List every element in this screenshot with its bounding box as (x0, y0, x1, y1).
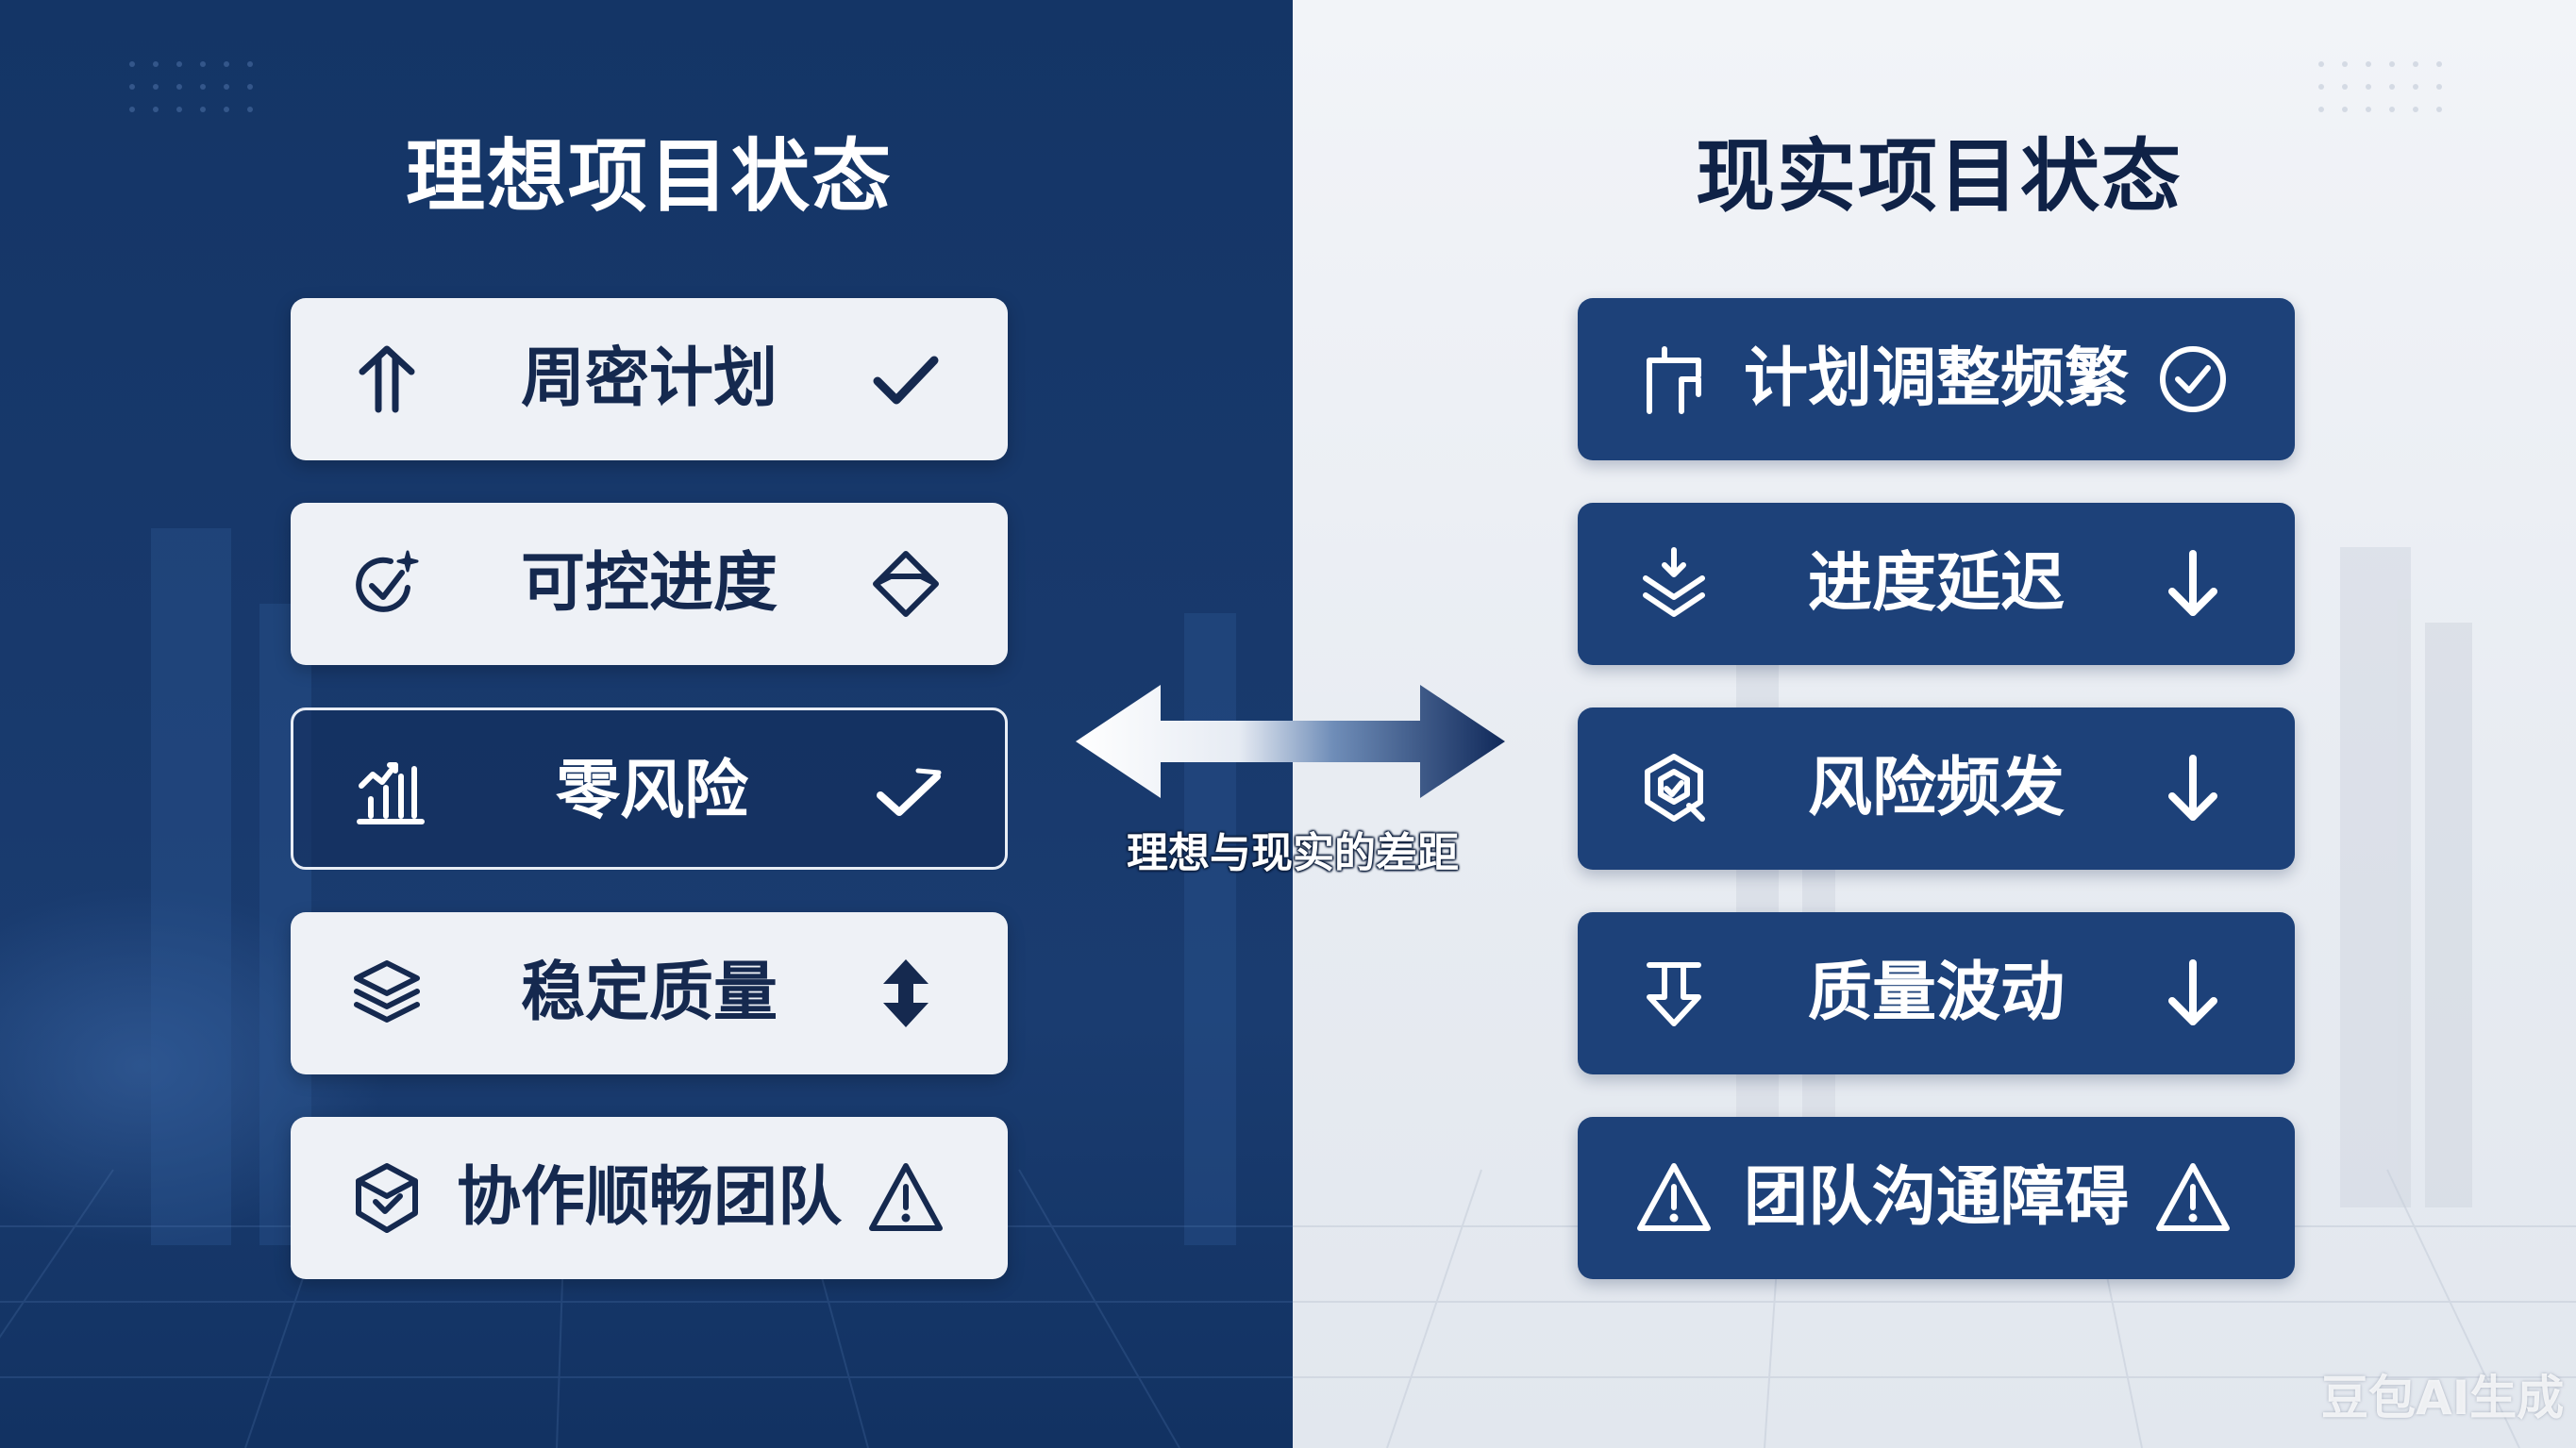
layers-icon (349, 956, 425, 1031)
shield-hex-check-icon (1636, 751, 1712, 826)
warning-icon (868, 1160, 944, 1236)
reality-item-frequent-risks: 风险频发 (1578, 707, 2295, 870)
check-icon (868, 341, 944, 417)
warning-icon (1636, 1160, 1712, 1236)
double-up-arrow-icon (349, 341, 425, 417)
ideal-item-controlled-progress: 可控进度 (291, 503, 1008, 665)
ideal-item-label: 周密计划 (520, 341, 778, 416)
up-down-arrow-icon (868, 956, 944, 1031)
down-arrow-icon (2155, 956, 2231, 1031)
reality-item-quality-fluctuation: 质量波动 (1578, 912, 2295, 1074)
reality-item-frequent-plan-changes: 计划调整频繁 (1578, 298, 2295, 460)
ideal-item-label: 稳定质量 (520, 956, 778, 1030)
ideal-item-smooth-team: 协作顺畅团队 (291, 1117, 1008, 1279)
reality-item-team-communication-barriers: 团队沟通障碍 (1578, 1117, 2295, 1279)
diamond-icon (868, 546, 944, 622)
bar-chart-icon (352, 754, 427, 829)
reality-item-label: 团队沟通障碍 (1743, 1160, 2129, 1235)
reality-item-label: 风险频发 (1807, 751, 2065, 825)
split-path-icon (1636, 341, 1712, 417)
warning-icon (2155, 1160, 2231, 1236)
ideal-title: 理想项目状态 (405, 130, 893, 223)
ideal-item-label: 协作顺畅团队 (456, 1160, 842, 1235)
reality-title: 现实项目状态 (1695, 130, 2183, 223)
ideal-item-stable-quality: 稳定质量 (291, 912, 1008, 1074)
ideal-item-zero-risk: 零风险 (291, 707, 1008, 870)
check-icon (871, 754, 946, 829)
ideal-item-thorough-plan: 周密计划 (291, 298, 1008, 460)
gap-label: 理想与现实的差距 (1127, 829, 1459, 877)
reality-item-label: 进度延迟 (1807, 546, 2065, 621)
reality-item-label: 质量波动 (1807, 956, 2065, 1030)
down-arrow-box-icon (1636, 956, 1712, 1031)
check-circle-sparkle-icon (349, 546, 425, 622)
chevrons-down-icon (1636, 546, 1712, 622)
ideal-item-label: 零风险 (555, 754, 748, 828)
reality-item-label: 计划调整频繁 (1743, 341, 2129, 416)
down-arrow-icon (2155, 546, 2231, 622)
box-check-icon (349, 1160, 425, 1236)
down-arrow-icon (2155, 751, 2231, 826)
ideal-item-label: 可控进度 (520, 546, 778, 621)
left-decoration (0, 61, 1293, 1448)
reality-item-schedule-delay: 进度延迟 (1578, 503, 2295, 665)
check-circle-icon (2155, 341, 2231, 417)
watermark: 豆包AI生成 (2321, 1371, 2565, 1425)
double-headed-arrow-icon (1076, 685, 1505, 798)
